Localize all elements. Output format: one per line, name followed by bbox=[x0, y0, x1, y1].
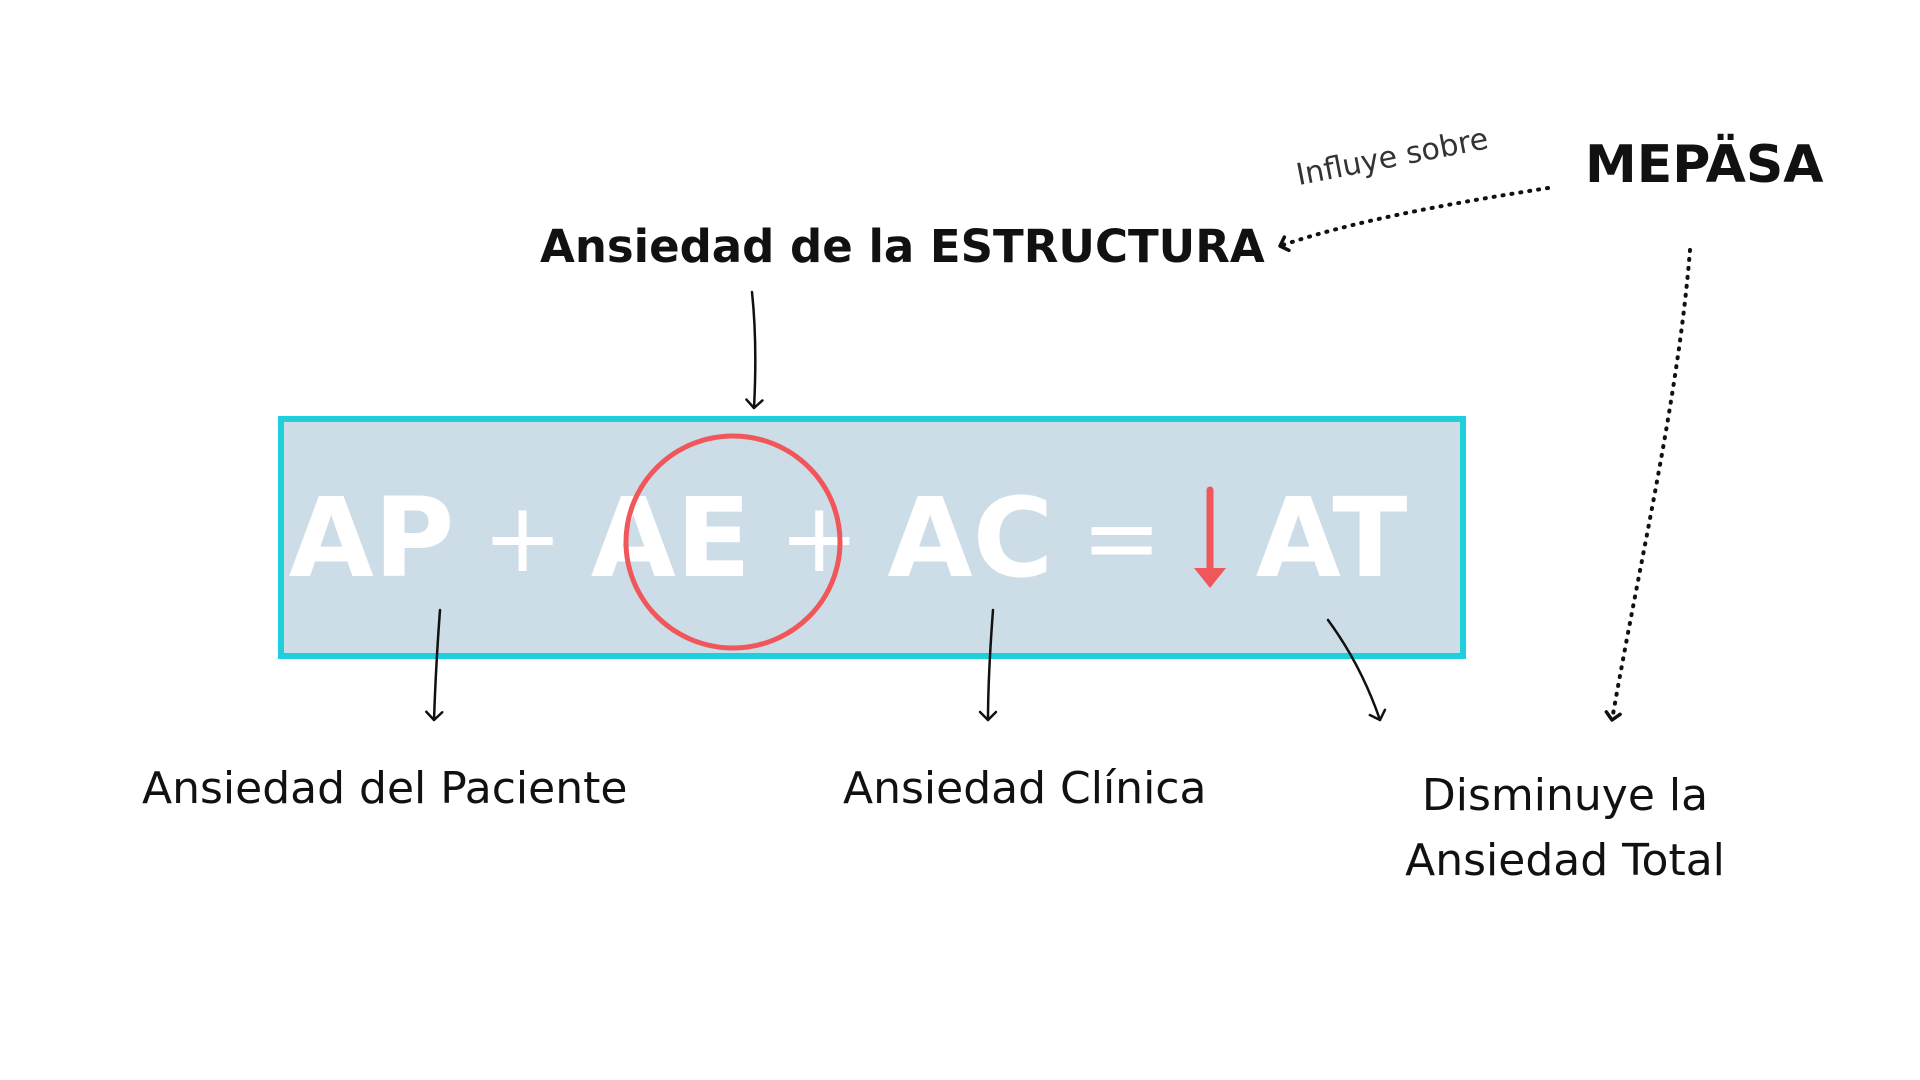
ae-highlight-circle bbox=[623, 433, 843, 651]
clinical-anxiety-label: Ansiedad Clínica bbox=[843, 763, 1207, 814]
structure-anxiety-label: Ansiedad de la ESTRUCTURA bbox=[540, 220, 1265, 273]
operator-plus-1: + bbox=[482, 481, 563, 594]
structure-down-arrow bbox=[745, 290, 764, 410]
term-ae: AE bbox=[590, 473, 752, 602]
clinical-down-arrow bbox=[978, 608, 998, 722]
term-ap: AP bbox=[288, 473, 455, 602]
arrow-down-icon bbox=[1194, 486, 1226, 588]
formula-equation: AP + AE + AC = AT bbox=[260, 422, 1436, 653]
patient-down-arrow bbox=[425, 608, 444, 722]
total-anxiety-label: Disminuye la Ansiedad Total bbox=[1405, 770, 1725, 886]
formula-box: AP + AE + AC = AT bbox=[278, 416, 1466, 659]
mepasa-down-dotted-arrow bbox=[1604, 248, 1692, 722]
term-ac: AC bbox=[887, 473, 1054, 602]
influence-dotted-arrow bbox=[1278, 186, 1550, 253]
total-diagonal-arrow bbox=[1326, 618, 1387, 722]
term-at: AT bbox=[1255, 473, 1408, 602]
patient-anxiety-label: Ansiedad del Paciente bbox=[142, 763, 628, 814]
operator-equals: = bbox=[1081, 481, 1162, 594]
brand-title: MEPÄSA bbox=[1585, 135, 1824, 195]
operator-plus-2: + bbox=[779, 481, 860, 594]
